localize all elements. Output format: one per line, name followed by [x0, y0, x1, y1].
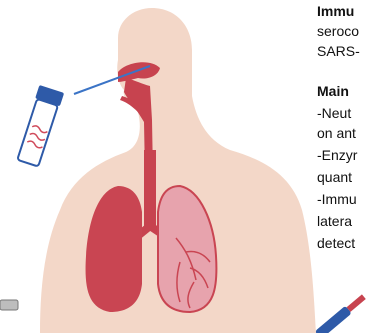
text-line-3: -Neut — [317, 104, 351, 123]
heading-main: Main — [317, 82, 349, 101]
text-line-5: -Enzyr — [317, 146, 357, 165]
sample-tube — [15, 85, 64, 167]
tube-body — [17, 99, 58, 167]
test-device-left — [0, 300, 18, 310]
text-line-2: SARS- — [317, 42, 360, 61]
text-line-1: seroco — [317, 22, 359, 41]
text-line-8: latera — [317, 212, 352, 231]
text-line-6: quant — [317, 168, 352, 187]
heading-immunity: Immu — [317, 2, 354, 21]
text-line-9: detect — [317, 234, 355, 253]
text-line-7: -Immu — [317, 190, 357, 209]
text-line-4: on ant — [317, 124, 356, 143]
blood-syringe — [315, 293, 367, 333]
trachea — [144, 150, 156, 228]
